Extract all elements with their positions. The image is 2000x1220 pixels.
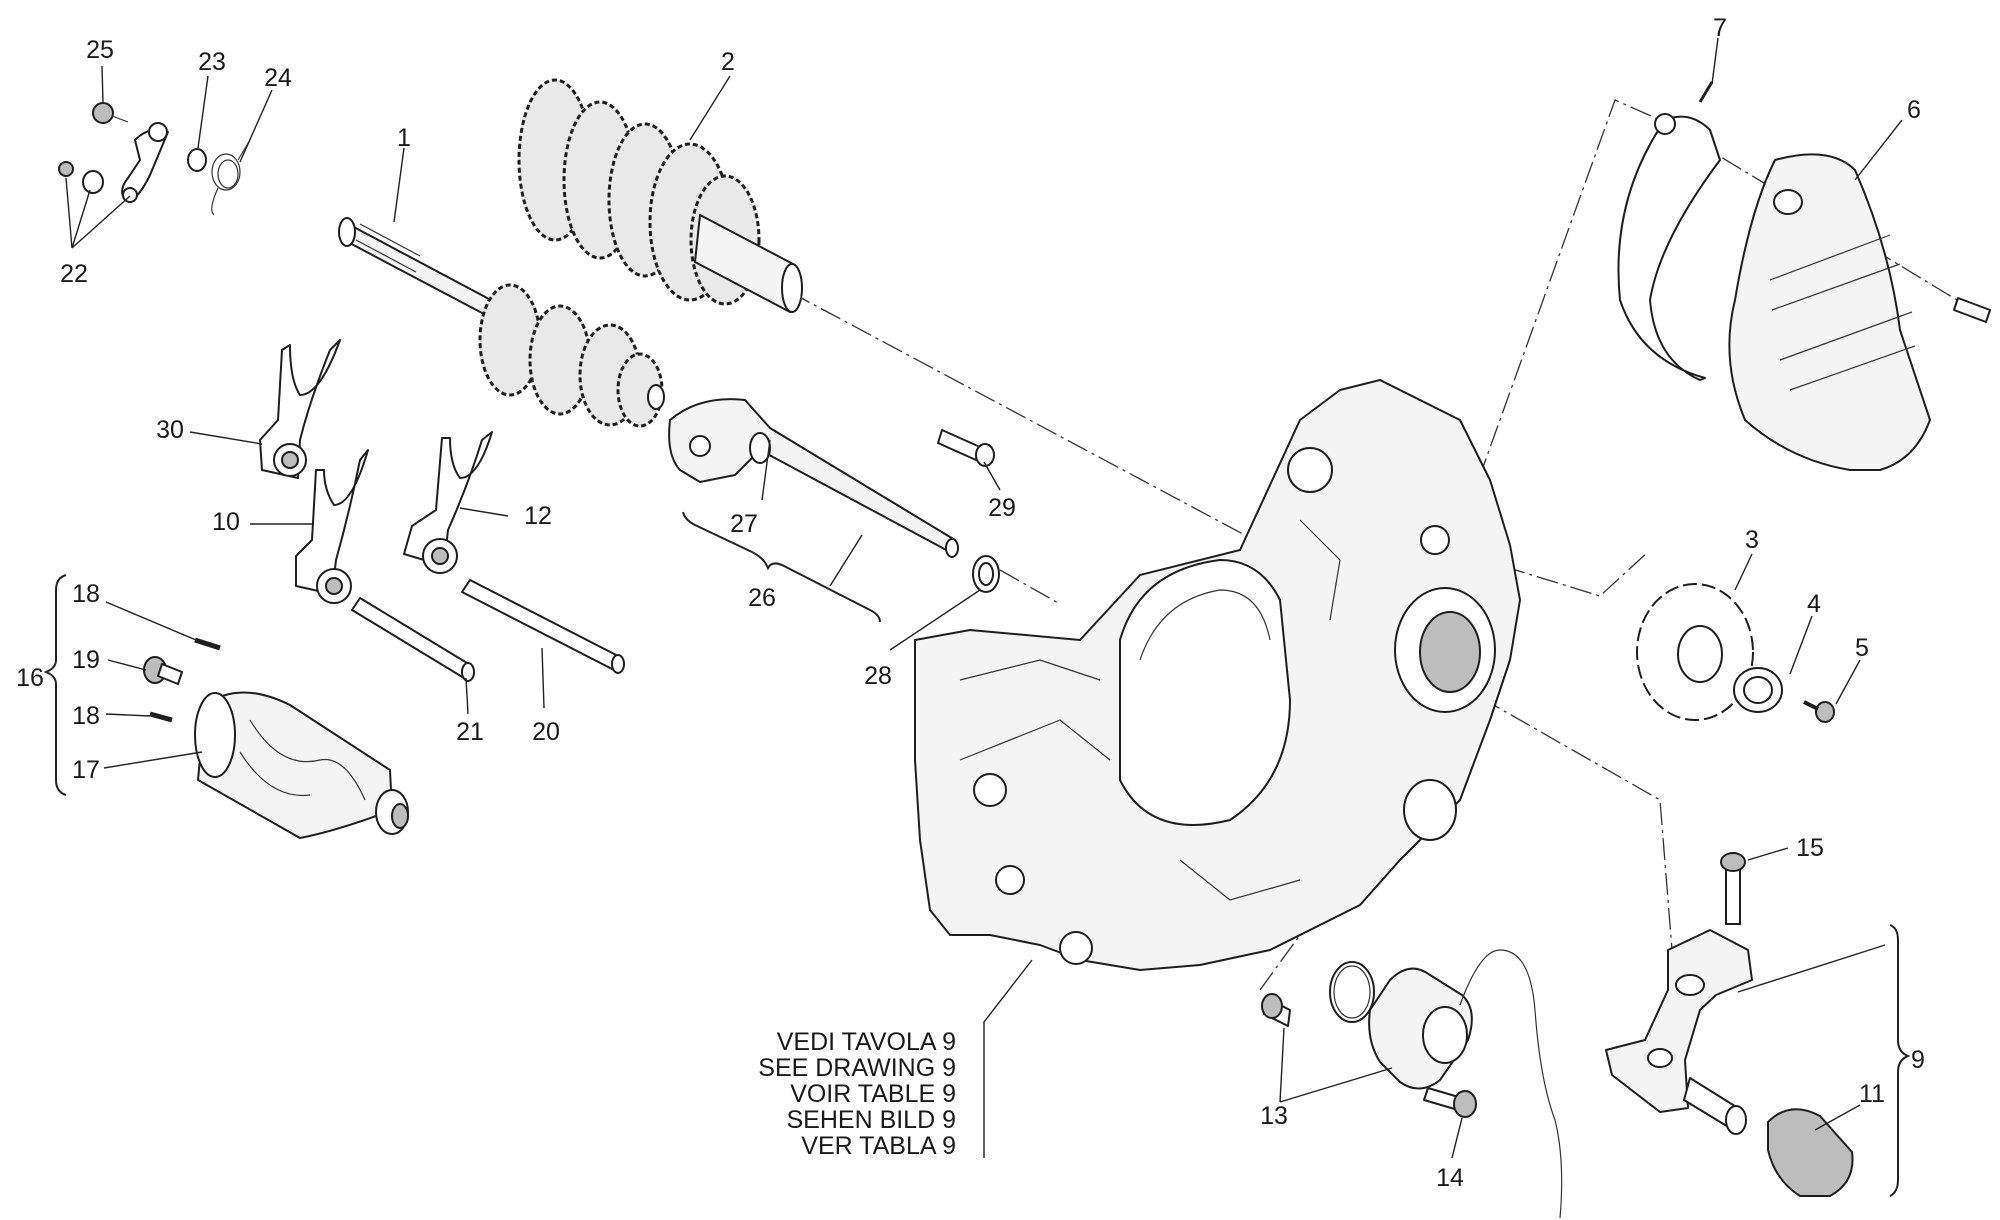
part-10-shift-fork <box>295 449 369 604</box>
part-12-shift-fork <box>403 431 493 574</box>
callout-13: 13 <box>1260 1102 1288 1130</box>
callout-10: 10 <box>212 508 240 536</box>
part-30-shift-fork <box>259 339 341 479</box>
part-23-washer <box>187 148 207 172</box>
callout-27: 27 <box>730 510 758 538</box>
part-18-pins <box>149 637 221 723</box>
part-3-sprocket <box>1636 583 1754 721</box>
part-7-inner-cover <box>1617 81 1721 381</box>
part-26-shift-shaft <box>668 398 959 558</box>
part-21-fork-rod <box>351 597 475 682</box>
brace-9 <box>1889 924 1911 1197</box>
callout-9: 9 <box>1911 1046 1925 1074</box>
gear-lever <box>1605 929 1753 1129</box>
reference-note-line-1: VEDI TAVOLA 9 <box>777 1028 956 1056</box>
part-14-bolt <box>1423 1087 1477 1118</box>
callout-23: 23 <box>198 48 226 76</box>
part-5-screw <box>1803 700 1835 723</box>
part-28-washer <box>972 555 1000 593</box>
part-2-secondary-shaft <box>517 78 803 313</box>
crankcase-half <box>914 379 1521 971</box>
leader-lines <box>65 37 1903 1159</box>
part-11-lever-rubber <box>1725 1105 1854 1197</box>
callout-15: 15 <box>1796 834 1824 862</box>
callout-18-lower: 18 <box>72 702 100 730</box>
callout-28: 28 <box>864 662 892 690</box>
callout-7: 7 <box>1713 14 1727 42</box>
callout-3: 3 <box>1745 526 1759 554</box>
callout-21: 21 <box>456 718 484 746</box>
part-29-stud <box>937 429 995 467</box>
brace-16 <box>43 574 67 796</box>
reference-note-line-2: SEE DRAWING 9 <box>758 1054 956 1082</box>
part-13-neutral-sensor <box>1261 949 1563 1219</box>
callout-22: 22 <box>60 260 88 288</box>
callout-14: 14 <box>1436 1164 1464 1192</box>
callout-1: 1 <box>397 124 411 152</box>
callout-29: 29 <box>988 494 1016 522</box>
part-17-shift-drum <box>194 691 409 839</box>
callout-24: 24 <box>264 64 292 92</box>
part-19-screw <box>143 656 183 685</box>
callout-5: 5 <box>1855 634 1869 662</box>
part-1-primary-shaft <box>338 217 665 428</box>
callout-4: 4 <box>1807 590 1821 618</box>
callout-18-upper: 18 <box>72 580 100 608</box>
reference-note: VEDI TAVOLA 9 SEE DRAWING 9 VOIR TABLE 9… <box>758 1028 956 1160</box>
callout-20: 20 <box>532 718 560 746</box>
reference-note-line-4: SEHEN BILD 9 <box>786 1106 956 1134</box>
reference-note-line-3: VOIR TABLE 9 <box>790 1080 956 1108</box>
part-25-screw-head <box>92 102 114 124</box>
callout-19: 19 <box>72 646 100 674</box>
callout-16: 16 <box>16 664 44 692</box>
part-6-sprocket-cover <box>1728 153 1991 471</box>
callout-6: 6 <box>1907 96 1921 124</box>
part-15-bolt <box>1720 852 1746 925</box>
callout-labels: 1 2 3 4 5 6 7 9 10 11 12 13 14 15 16 17 … <box>16 14 1925 1192</box>
brace-26 <box>682 511 881 623</box>
callout-2: 2 <box>721 48 735 76</box>
callout-30: 30 <box>156 416 184 444</box>
callout-25: 25 <box>86 36 114 64</box>
callout-11: 11 <box>1859 1080 1885 1108</box>
part-4-retainer-plate <box>1733 667 1783 713</box>
callout-12: 12 <box>524 502 552 530</box>
callout-26: 26 <box>748 584 776 612</box>
reference-note-line-5: VER TABLA 9 <box>801 1132 956 1160</box>
callout-17: 17 <box>72 756 100 784</box>
part-20-fork-rod <box>461 579 625 674</box>
